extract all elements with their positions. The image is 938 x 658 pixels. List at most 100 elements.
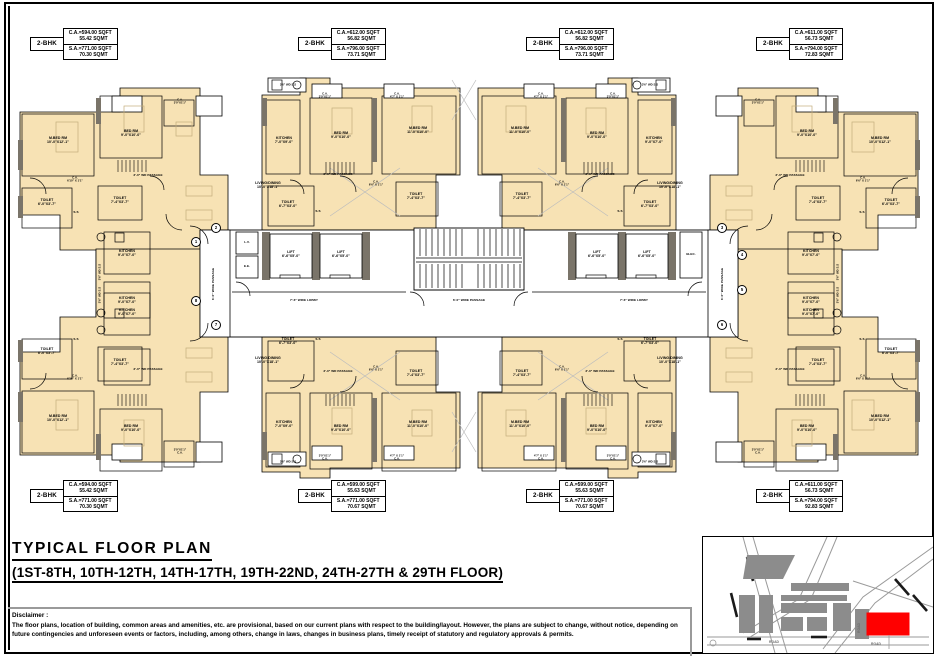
room-label-ca: C.A.6'10" X 1'1" [67, 175, 83, 183]
disclaimer-heading: Disclaimer : [12, 612, 49, 619]
area-values: C.A.=612.00 SQFT 56.82 SQMT S.A.=796.00 … [558, 28, 614, 60]
drawing-border-inner [8, 6, 930, 650]
key-plan-highlight-plot [866, 612, 910, 636]
flat-number-4[interactable]: 4 [737, 250, 747, 260]
area-legend-top-center-left: 2-BHK C.A.=612.00 SQFT 56.82 SQMT S.A.=7… [298, 28, 386, 60]
flat-number-3[interactable]: 3 [717, 223, 727, 233]
area-values: C.A.=594.00 SQFT 55.42 SQMT S.A.=771.00 … [62, 480, 118, 512]
carpet-area-row: C.A.=612.00 SQFT 56.82 SQMT [331, 29, 385, 45]
core-label-ee: E.E. [243, 264, 251, 269]
flat-number-8[interactable]: 8 [191, 296, 201, 306]
room-label-ca: C.A.3'0"X1'1" [606, 91, 620, 99]
passage-label-right: 6'-0" WIDE PASSAGE [720, 267, 725, 301]
balconies [111, 77, 827, 467]
flat-number-5[interactable]: 5 [737, 285, 747, 295]
room-label-ca: 4'7" X 1'1"C.A. [389, 453, 405, 461]
flat-number-6[interactable]: 6 [717, 320, 727, 330]
room-label-passage: 3'-0" WD PASSAGE [133, 367, 163, 372]
room-label-ca: C.A.4'7" X 1'1" [389, 91, 405, 99]
room-label-ca: 3'0"X1'1"C.A. [751, 447, 765, 455]
drawing-border [4, 2, 934, 654]
room-label-passage: 3'-0" WD PASSAGE [323, 369, 353, 374]
room-label-ca: C.A.3'0"X1'1" [173, 97, 187, 105]
unit-floor-slabs [19, 77, 919, 479]
room-label-ca: C.A.6'6" X 1'1" [554, 364, 570, 372]
area-legend-bottom-center-left: 2-BHK C.A.=599.00 SQFT 55.63 SQMT S.A.=7… [298, 480, 386, 512]
structural-walls [18, 98, 920, 462]
flat-number-7[interactable]: 7 [211, 320, 221, 330]
room-label-ca: C.A.3'0"X1'1" [318, 91, 332, 99]
saleable-area-row: S.A.=771.00 SQFT 70.67 SQMT [564, 497, 608, 510]
svg-text:ROAD: ROAD [769, 640, 780, 644]
carpet-area-row: C.A.=599.00 SQFT 55.63 SQMT [559, 481, 613, 497]
core-label-lv: L.V. [244, 240, 250, 245]
plan-title-line2: (1ST-8TH, 10TH-12TH, 14TH-17TH, 19TH-22N… [12, 565, 504, 583]
area-legend-top-right: 2-BHK C.A.=611.00 SQFT 56.73 SQMT S.A.=7… [756, 28, 844, 60]
room-label-ca: 4'7" X 1'1"C.A. [533, 453, 549, 461]
svg-text:ROAD: ROAD [871, 642, 882, 646]
room-label-ca: C.A.6'6" X 1'1" [554, 179, 570, 187]
svg-text:ROAD: ROAD [857, 622, 861, 633]
room-label-ca: C.A.6'6" X 1'1" [855, 175, 871, 183]
area-values: C.A.=612.00 SQFT 56.82 SQMT S.A.=796.00 … [330, 28, 386, 60]
room-label-ca: 3'0"X1'1"C.A. [606, 453, 620, 461]
carpet-area-row: C.A.=611.00 SQFT 56.73 SQMT [789, 29, 843, 45]
room-label-ss: S.S [315, 337, 321, 342]
duct-label: 3'6" WD S.S [835, 263, 840, 281]
flat-number-2[interactable]: 2 [211, 223, 221, 233]
carpet-area-row: C.A.=594.00 SQFT 55.42 SQMT [63, 29, 117, 45]
saleable-area-row: S.A.=771.00 SQFT 70.30 SQMT [68, 45, 112, 58]
area-values: C.A.=611.00 SQFT 56.73 SQMT S.A.=794.00 … [788, 28, 844, 60]
stair-hatch [117, 160, 825, 406]
room-label-ca: C.A.6'6" X 1'1" [855, 373, 871, 381]
bhk-type-label: 2-BHK [756, 36, 790, 52]
title-block: TYPICAL FLOOR PLAN (1ST-8TH, 10TH-12TH, … [12, 540, 692, 583]
saleable-area-row: S.A.=771.00 SQFT 70.30 SQMT [68, 497, 112, 510]
saleable-area-row: S.A.=796.00 SQFT 73.71 SQMT [336, 45, 380, 58]
area-legend-bottom-center-right: 2-BHK C.A.=599.00 SQFT 55.63 SQMT S.A.=7… [526, 480, 614, 512]
carpet-area-row: C.A.=599.00 SQFT 55.63 SQMT [331, 481, 385, 497]
flat-number-1[interactable]: 1 [191, 237, 201, 247]
lobby-label-left: 7'-6" WIDE LOBBY [289, 298, 319, 303]
room-label-passage: 3'-0" WD PASSAGE [133, 173, 163, 178]
lobby-label-right: 7'-6" WIDE LOBBY [619, 298, 649, 303]
carpet-area-row: C.A.=594.00 SQFT 55.42 SQMT [63, 481, 117, 497]
room-label-ca: C.A.4'7" X 1'1" [533, 91, 549, 99]
room-label-passage: 3'-0" WD PASSAGE [585, 172, 615, 177]
saleable-area-row: S.A.=796.00 SQFT 73.71 SQMT [564, 45, 608, 58]
room-label-ss: S.S [617, 337, 623, 342]
passage-label-center: 6'-0" WIDE PASSAGE [452, 298, 486, 303]
duct-label: 3'6" WD S.S [835, 286, 840, 304]
area-values: C.A.=599.00 SQFT 55.63 SQMT S.A.=771.00 … [558, 480, 614, 512]
duct-label: 3'6" WD S.S [97, 286, 102, 304]
carpet-area-row: C.A.=611.00 SQFT 56.73 SQMT [789, 481, 843, 497]
room-label-passage: 3'-0" WD PASSAGE [775, 173, 805, 178]
